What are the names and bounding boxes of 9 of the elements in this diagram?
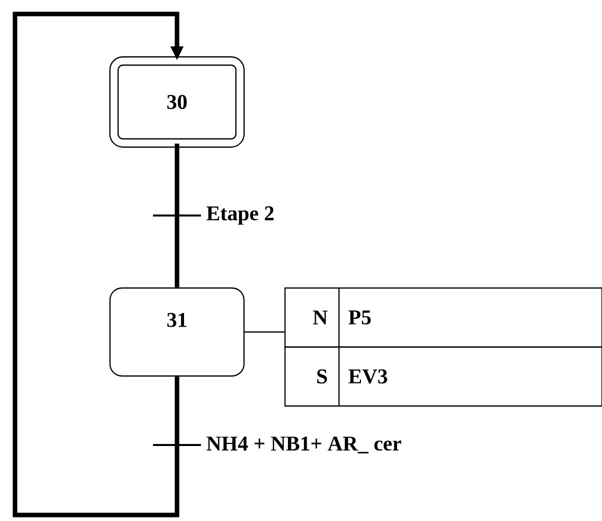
loop-arrow <box>12 12 184 518</box>
transition-label: NH4 + NB1+ AR_ cer <box>206 436 402 454</box>
initial-step-box: 30 <box>109 56 245 148</box>
action-row: S EV3 <box>284 346 602 407</box>
link-line <box>174 144 180 288</box>
action-row: N P5 <box>284 287 602 348</box>
transition-label: Etape 2 <box>206 206 274 225</box>
step-box: 31 <box>109 287 245 377</box>
action-link <box>244 331 284 333</box>
